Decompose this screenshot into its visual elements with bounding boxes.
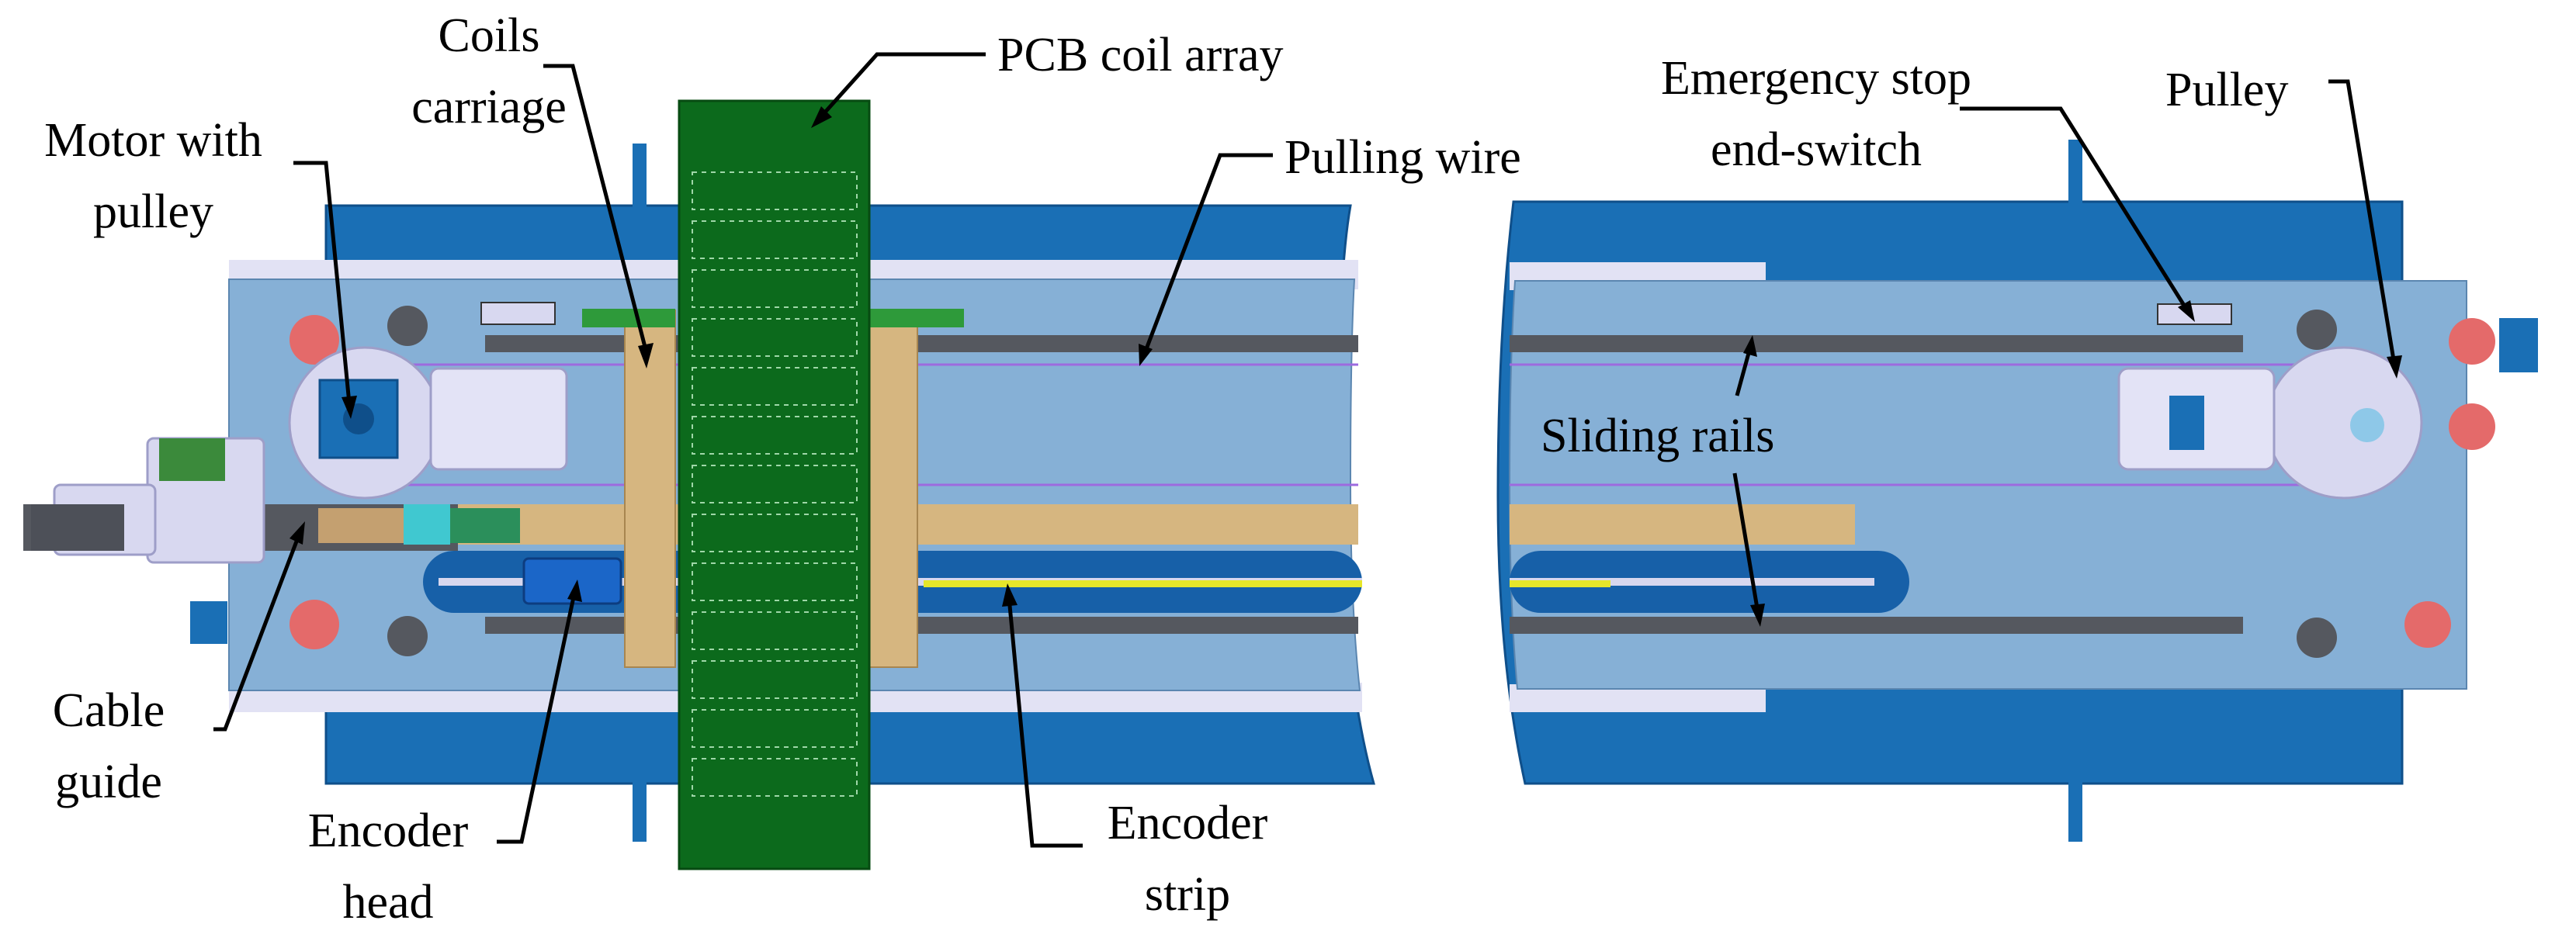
motor-with-pulley-label: Motor with pulley [16,105,291,247]
pulling-wire-label: Pulling wire [1285,131,1521,184]
magnet-right-2 [2449,403,2495,450]
coils-carriage-bar-left [582,309,675,327]
encoder-head-label-line2: head [342,876,434,929]
pulling-wire-pointer [1139,153,1273,366]
right-bracket-top [2068,140,2082,248]
right-end-switch [2157,303,2232,325]
left-bracket-bottom [633,729,647,842]
pointer-lines [213,52,2402,848]
encoder-head-label-line1: Encoder [307,804,469,857]
left-rail-bottom [485,617,1358,634]
left-rail-top [485,335,1358,352]
knob-right-bottom [2297,618,2337,658]
encoder-head-pointer [497,580,582,844]
coils-carriage-label-line1: Coils [438,9,540,62]
encoder-head-label: Encoder head [279,795,497,938]
encoder-strip-label-line2: strip [1144,868,1231,921]
right-encoder-strip [1510,580,1610,587]
magnet-left-bottom [289,600,339,649]
cable-guide-pointer [213,521,305,732]
magnet-left-top [289,315,339,365]
cable-guide-label-line2: guide [55,756,162,808]
cable-guide-label: Cable guide [16,675,202,818]
coils-carriage-label: Coils carriage [404,0,574,143]
pulley-label: Pulley [2165,64,2289,116]
cable-guide-label-line1: Cable [52,684,165,737]
pulley-assembly [2117,346,2423,500]
right-rail-bottom [1510,617,2243,634]
left-end-bracket [190,601,227,644]
knob-left-bottom [387,616,428,656]
left-end-switch [480,302,556,325]
motor-label-line2: pulley [93,185,213,238]
coils-carriage-right-plate [866,310,918,668]
coils-carriage-left-plate [624,310,676,668]
sliding-rails-pointer-up [1735,335,1757,396]
right-section [1496,140,2538,842]
pcb-coil-array-pointer [811,52,986,128]
motor-pointer [293,161,357,419]
pcb-coil-array-label: PCB coil array [997,29,1284,81]
left-bracket-top [633,144,647,248]
coils-carriage-bar-right [867,309,964,327]
knob-left-top [387,306,428,346]
pcb-coil-array-board [678,99,871,870]
left-encoder-strip [924,580,1362,587]
pulley-pointer [2328,79,2402,379]
coils-carriage-pointer [543,64,654,368]
motor-assembly [288,346,568,500]
knob-right-top [2297,310,2337,350]
emergency-stop-pointer [1960,106,2195,322]
emergency-stop-label-line2: end-switch [1710,123,1922,176]
magnet-right-1 [2449,318,2495,365]
emergency-stop-label: Emergency stop end-switch [1626,43,2006,185]
right-end-bracket [2499,318,2538,372]
emergency-stop-label-line1: Emergency stop [1660,52,1972,105]
coils-carriage-label-line2: carriage [411,81,567,133]
right-bracket-bottom [2068,725,2082,842]
sliding-rails-pointer-down [1732,472,1765,627]
right-slot-inner [1510,578,1874,586]
left-section [23,99,1375,870]
encoder-strip-pointer [1002,583,1083,848]
encoder-strip-label: Encoder strip [1079,787,1296,930]
sliding-rails-label: Sliding rails [1541,410,1775,462]
motor-label-line1: Motor with [44,114,262,167]
right-rail-top [1510,335,2243,352]
cable-guide [23,437,520,564]
encoder-strip-label-line1: Encoder [1107,797,1268,849]
right-tan-bar [1510,504,1855,545]
magnet-right-3 [2404,601,2451,648]
